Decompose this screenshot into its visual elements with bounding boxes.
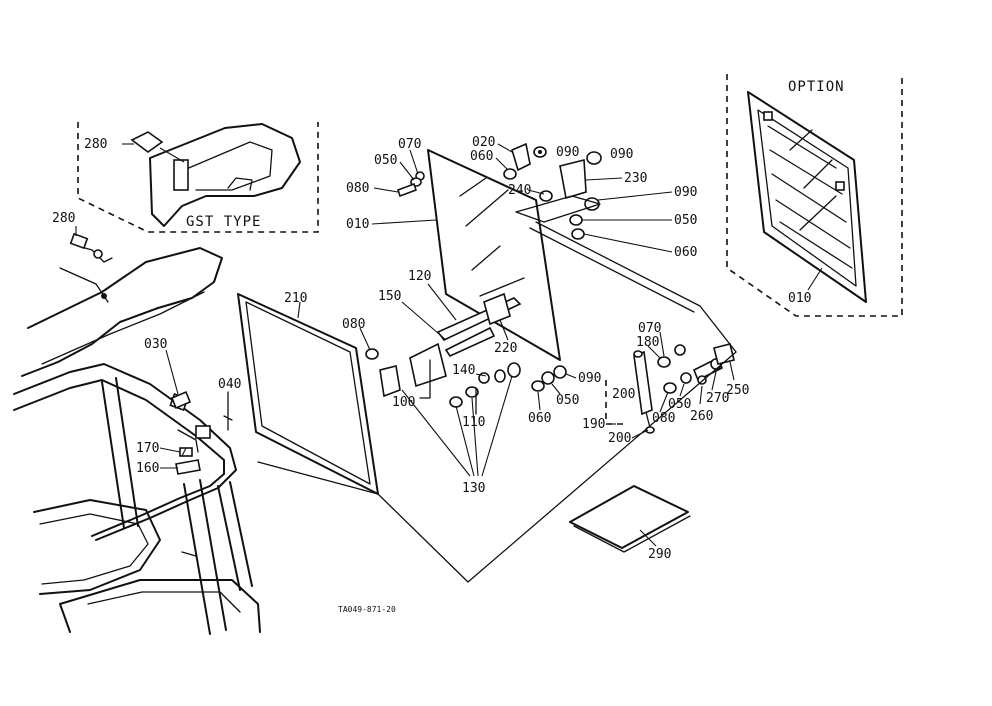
label-040: 040 <box>218 377 241 392</box>
harness-connector: 280 <box>52 211 113 263</box>
gst-switch-icon <box>130 131 164 153</box>
label-050-upper: 050 <box>374 153 397 168</box>
label-080-rear: 080 <box>652 411 675 426</box>
label-230: 230 <box>624 171 647 186</box>
label-060-upper: 060 <box>470 149 493 164</box>
label-200-lower: 200 <box>608 431 631 446</box>
label-020: 020 <box>472 135 495 150</box>
gst-inset-panel <box>149 123 301 227</box>
label-140: 140 <box>452 363 475 378</box>
label-280-harness: 280 <box>52 211 75 226</box>
label-200-upper: 200 <box>612 387 635 402</box>
label-080-upper: 080 <box>346 181 369 196</box>
option-inset: OPTION 010 <box>726 74 903 317</box>
label-090-top1: 090 <box>556 145 579 160</box>
gst-bracket <box>173 159 189 191</box>
label-120: 120 <box>408 269 431 284</box>
small-hardware-left: 030 040 170 160 <box>136 337 241 476</box>
gas-strut-hardware: 070 180 200 190 200 080 050 260 270 250 <box>582 321 749 446</box>
label-130: 130 <box>462 481 485 496</box>
lower-glass-hardware: 090 050 060 <box>528 365 601 426</box>
seat-outline <box>33 499 161 595</box>
label-160: 160 <box>136 461 159 476</box>
gst-type-inset: 280 GST TYPE <box>77 122 319 233</box>
label-260: 260 <box>690 409 713 424</box>
door-glass-010: 010 <box>346 149 561 361</box>
label-240: 240 <box>508 183 531 198</box>
label-060-lower: 060 <box>528 411 551 426</box>
label-050-lower: 050 <box>556 393 579 408</box>
option-window-pane <box>747 91 867 303</box>
label-050-rear: 050 <box>668 397 691 412</box>
label-250: 250 <box>726 383 749 398</box>
label-010-door: 010 <box>346 217 369 232</box>
label-050-right: 050 <box>674 213 697 228</box>
label-090-top2: 090 <box>610 147 633 162</box>
roll-bar-top <box>13 363 237 541</box>
label-080-mid: 080 <box>342 317 365 332</box>
label-280-gst: 280 <box>84 137 107 152</box>
label-190: 190 <box>582 417 605 432</box>
label-210: 210 <box>284 291 307 306</box>
label-070-upper: 070 <box>398 137 421 152</box>
drawing-code: TA049-871-20 <box>338 605 396 614</box>
label-290: 290 <box>648 547 671 562</box>
label-090-lower: 090 <box>578 371 601 386</box>
option-caption: OPTION <box>788 79 845 95</box>
label-150: 150 <box>378 289 401 304</box>
label-070-rear: 070 <box>638 321 661 336</box>
label-180: 180 <box>636 335 659 350</box>
label-060-right: 060 <box>674 245 697 260</box>
gst-type-caption: GST TYPE <box>186 214 261 230</box>
manual-290: 290 <box>569 485 691 562</box>
option-inset-border <box>726 74 903 317</box>
upper-hinge-hardware: 020 060 090 090 240 230 090 050 060 070 … <box>346 135 737 353</box>
label-170: 170 <box>136 441 159 456</box>
rear-panel <box>21 247 223 377</box>
door-latch-hardware: 120 150 220 080 100 110 140 130 <box>342 269 525 496</box>
label-010-option: 010 <box>788 291 811 306</box>
label-030: 030 <box>144 337 167 352</box>
label-090-right: 090 <box>674 185 697 200</box>
label-220: 220 <box>494 341 517 356</box>
roll-bar-post-right <box>183 479 227 635</box>
assembly-reference-line <box>377 351 737 583</box>
roll-bar-post-left <box>101 377 139 529</box>
label-270: 270 <box>706 391 729 406</box>
floor-outline <box>59 579 261 633</box>
